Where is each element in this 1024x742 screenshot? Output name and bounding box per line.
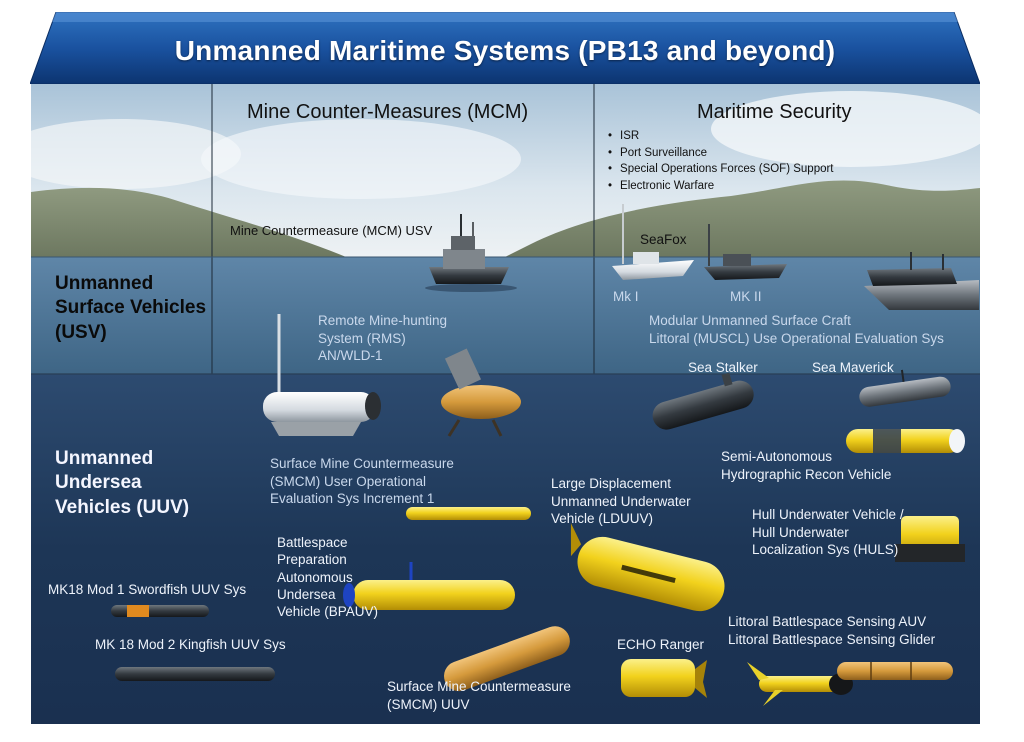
sahrv-label: Semi-Autonomous Hydrographic Recon Vehic…: [721, 449, 892, 482]
lduuv-label: Large Displacement Unmanned Underwater V…: [551, 476, 691, 527]
rms-vehicle: [263, 314, 381, 436]
muscl-vessel: [864, 252, 979, 310]
mk18-mod1-vehicle: [111, 605, 209, 617]
title-banner: [30, 12, 980, 84]
sea-stalker-label: Sea Stalker: [688, 360, 758, 375]
mission-item: ISR: [608, 128, 834, 145]
usv-category-label: Unmanned Surface Vehicles (USV): [55, 273, 207, 343]
sea-maverick-vehicle: [859, 369, 951, 407]
lbs-label: Littoral Battlespace Sensing AUV Littora…: [728, 614, 936, 647]
rms-label: Remote Mine-hunting System (RMS) AN/WLD-…: [318, 313, 448, 364]
mk18-mod1-label: MK18 Mod 1 Swordfish UUV Sys: [48, 582, 247, 597]
sea-maverick-label: Sea Maverick: [812, 360, 894, 375]
mcm-usv-vessel: [425, 214, 517, 292]
vehicle-illustrations: [111, 204, 979, 706]
mcm-column-header: Mine Counter-Measures (MCM): [247, 101, 529, 123]
huls-label: Hull Underwater Vehicle / Hull Underwate…: [752, 507, 904, 558]
seafox-mk2-label: MK II: [730, 289, 762, 304]
scene-panel: Mine Counter-Measures (MCM) Maritime Sec…: [31, 84, 980, 724]
page-title: Unmanned Maritime Systems (PB13 and beyo…: [174, 35, 836, 66]
uuv-category-label: Unmanned Undersea Vehicles (UUV): [55, 448, 190, 518]
muscl-label: Modular Unmanned Surface Craft Littoral …: [649, 313, 944, 346]
seafox-mk1-vessel: [612, 204, 694, 280]
mcm-usv-label: Mine Countermeasure (MCM) USV: [230, 223, 433, 238]
sea-stalker-vehicle: [652, 372, 754, 430]
smcm-uuv-vehicle: [444, 626, 570, 692]
sahrv-vehicle: [846, 429, 965, 453]
lduuv-vehicle: [570, 523, 725, 612]
smcm-increment1-label: Surface Mine Countermeasure (SMCM) User …: [270, 456, 454, 507]
bpauv-vehicle: [343, 562, 515, 610]
security-mission-list: ISR Port Surveillance Special Operations…: [608, 128, 834, 195]
smcm-uuv-label: Surface Mine Countermeasure (SMCM) UUV: [387, 679, 571, 712]
mission-item: Electronic Warfare: [608, 178, 834, 195]
smcm-increment1-vehicle: [406, 507, 531, 520]
mk18-mod2-label: MK 18 Mod 2 Kingfish UUV Sys: [95, 637, 286, 652]
huls-vehicle: [895, 516, 965, 562]
seafox-label: SeaFox: [640, 232, 687, 247]
mission-item: Special Operations Forces (SOF) Support: [608, 161, 833, 178]
echo-ranger-label: ECHO Ranger: [617, 637, 705, 652]
seafox-mk2-vessel: [704, 224, 787, 280]
mission-item: Port Surveillance: [608, 145, 834, 162]
lbs-glider-vehicle: [837, 662, 953, 680]
mk18-mod2-vehicle: [115, 667, 275, 681]
security-column-header: Maritime Security: [697, 101, 852, 123]
towfish-vehicle: [441, 348, 521, 437]
bpauv-label: Battlespace Preparation Autonomous Under…: [277, 535, 379, 620]
echo-ranger-vehicle: [621, 659, 707, 698]
lbs-auv-vehicle: [747, 662, 853, 706]
seafox-mk1-label: Mk I: [613, 289, 639, 304]
